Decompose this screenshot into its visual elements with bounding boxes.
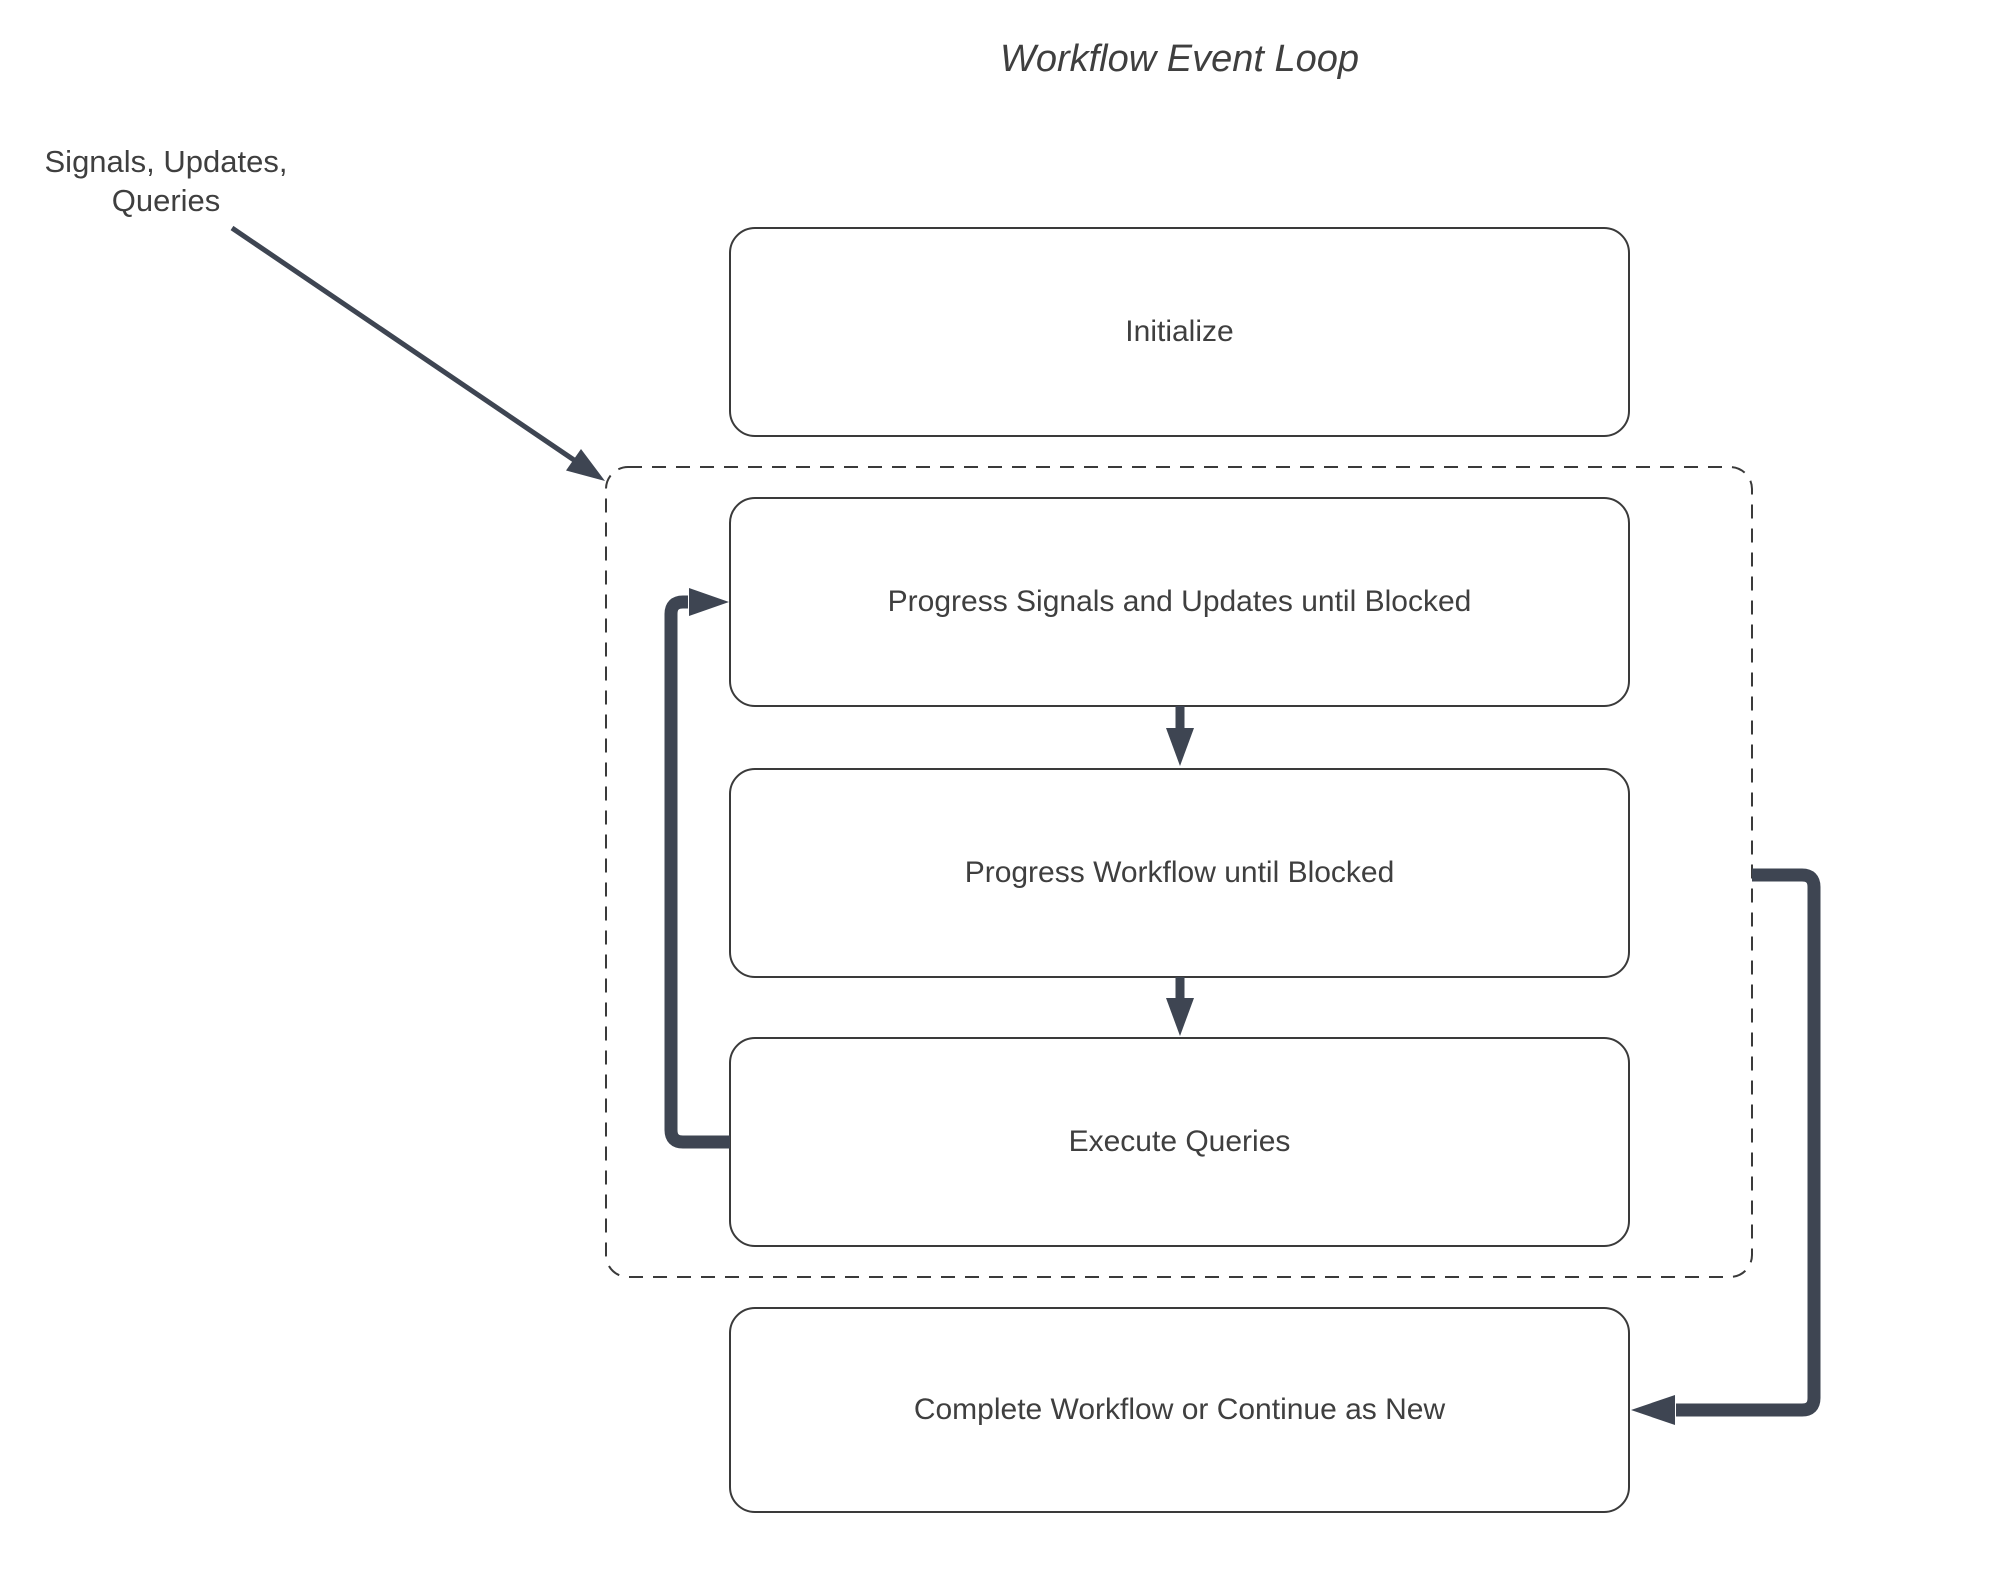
node-progress-workflow: Progress Workflow until Blocked [729,768,1630,978]
external-input-label-line1: Signals, Updates, [44,144,288,179]
node-execute-queries: Execute Queries [729,1037,1630,1247]
loop-back-arrow [664,588,730,1149]
external-input-label: Signals, Updates, Queries [10,142,322,220]
exit-arrow-to-complete [1631,868,1821,1425]
node-initialize: Initialize [729,227,1630,437]
down-arrow-workflow-to-queries [1166,977,1194,1036]
external-input-arrow [230,225,605,481]
node-progress-signals-and-updates: Progress Signals and Updates until Block… [729,497,1630,707]
node-initialize-label: Initialize [1125,315,1234,348]
node-complete-workflow-label: Complete Workflow or Continue as New [913,1393,1446,1426]
external-input-label-line2: Queries [111,183,221,218]
diagram-title: Workflow Event Loop [999,38,1360,80]
node-progress-signals-label: Progress Signals and Updates until Block… [887,585,1472,618]
down-arrow-signals-to-workflow [1166,706,1194,766]
node-progress-workflow-label: Progress Workflow until Blocked [964,856,1395,889]
node-complete-workflow: Complete Workflow or Continue as New [729,1307,1630,1513]
node-execute-queries-label: Execute Queries [1068,1125,1291,1158]
